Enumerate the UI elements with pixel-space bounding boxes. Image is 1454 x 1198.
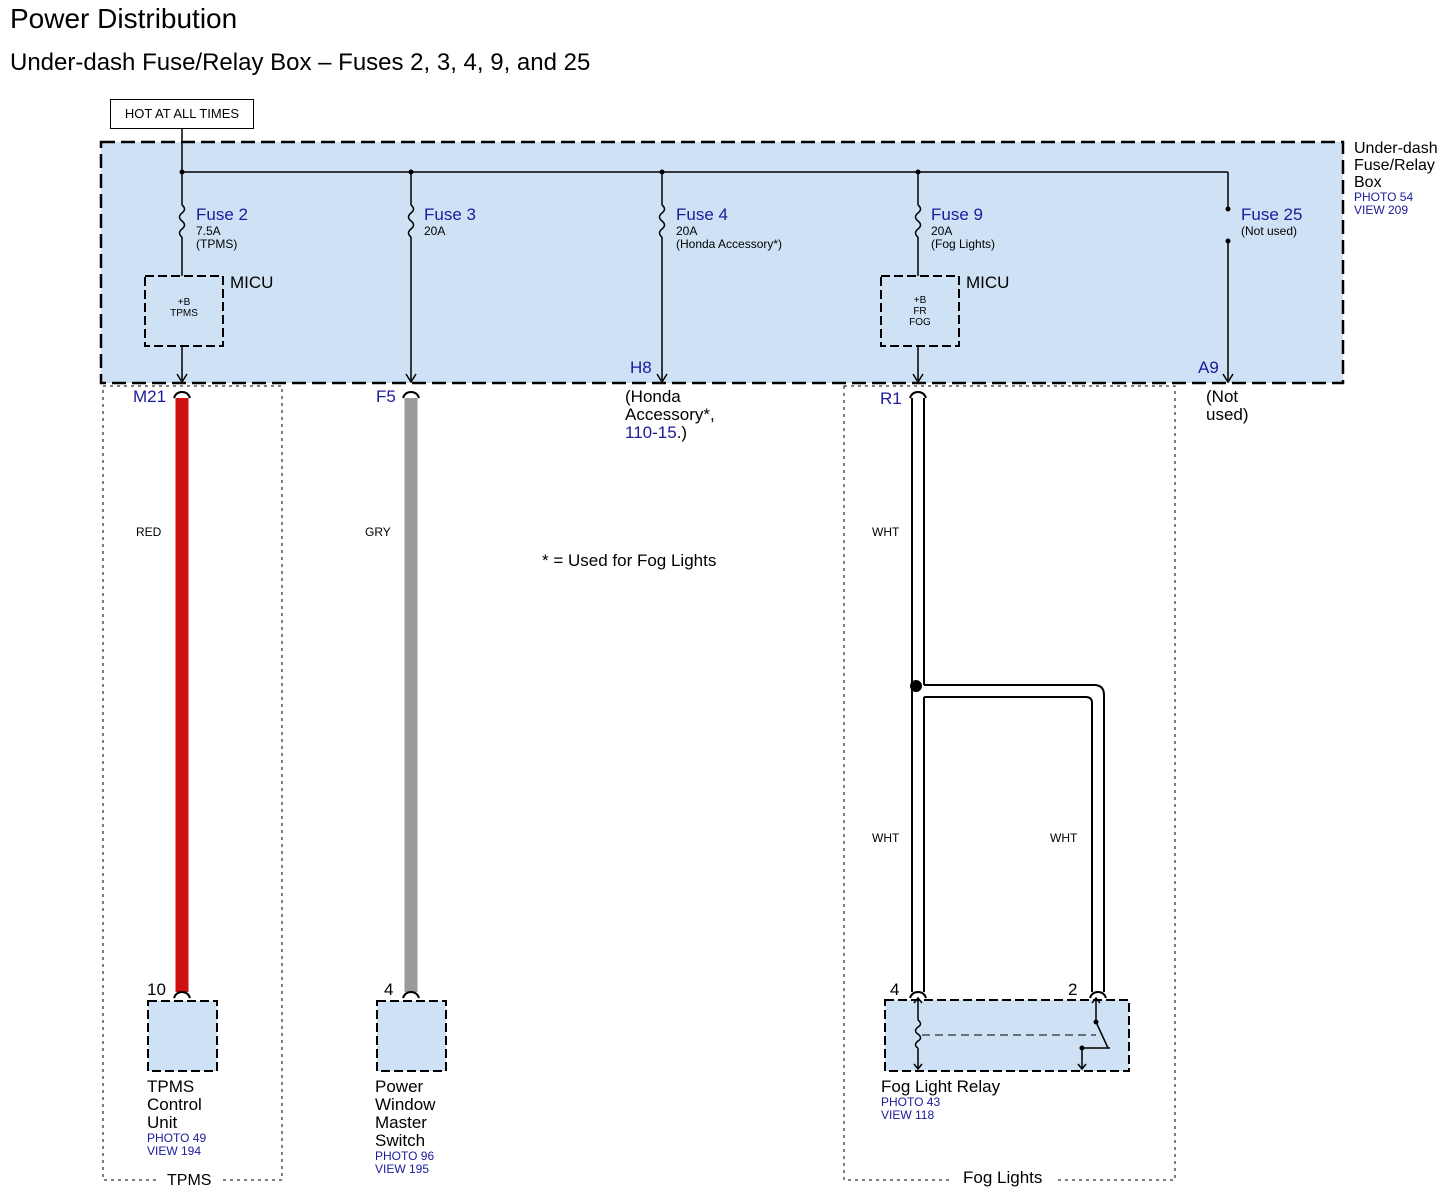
fuse-box-name: Under-dash Fuse/Relay Box PHOTO 54 VIEW … — [1354, 140, 1438, 217]
fuse-3-label: Fuse 3 20A — [424, 205, 476, 238]
h8-page-link[interactable]: 110-15 — [625, 423, 677, 442]
tpms-control-unit-label: TPMS Control Unit PHOTO 49 VIEW 194 — [147, 1077, 207, 1158]
footnote: * = Used for Fog Lights — [542, 551, 717, 570]
tpms-photo-link[interactable]: PHOTO 49 — [147, 1131, 207, 1145]
fuse-4-label: Fuse 4 20A (Honda Accessory*) — [676, 205, 783, 251]
fog-light-relay-symbol — [884, 996, 1130, 1072]
power-window-switch-box — [376, 1000, 447, 1072]
tpms-view-link[interactable]: VIEW 194 — [147, 1144, 202, 1158]
fuse-25-name[interactable]: Fuse 25 — [1241, 205, 1303, 224]
group-label-tpms: TPMS — [167, 1172, 212, 1189]
pwms-photo-link[interactable]: PHOTO 96 — [375, 1149, 435, 1163]
fuse-2-branch — [144, 172, 224, 384]
fuse-2-label: Fuse 2 7.5A (TPMS) — [196, 205, 248, 251]
group-label-fog-lights: Fog Lights — [963, 1168, 1043, 1187]
tpms-control-unit-box — [147, 1000, 218, 1072]
pwms-label: Power Window Master Switch PHOTO 96 VIEW… — [375, 1077, 436, 1176]
fuse-box-outline — [99, 140, 1345, 385]
fuse-4-name[interactable]: Fuse 4 — [676, 205, 728, 224]
fuse-9-name[interactable]: Fuse 9 — [931, 205, 983, 224]
wire-color-red: RED — [136, 525, 162, 539]
fuse-4-branch — [656, 172, 668, 384]
wire-color-gry: GRY — [365, 525, 391, 539]
micu-label-fog: MICU — [966, 273, 1010, 292]
wire-color-wht-1: WHT — [872, 525, 900, 539]
splice-point — [910, 680, 922, 692]
micu-label-tpms: MICU — [230, 273, 274, 292]
white-wire-branch — [924, 684, 1105, 992]
fuse-box-photo-link[interactable]: PHOTO 54 — [1354, 190, 1414, 204]
micu-fog-pins: +B FR FOG — [909, 295, 931, 328]
fuse-3-name[interactable]: Fuse 3 — [424, 205, 476, 224]
hot-at-all-times-label: HOT AT ALL TIMES — [110, 99, 254, 129]
relay-photo-link[interactable]: PHOTO 43 — [881, 1095, 941, 1109]
terminal-r1: R1 — [880, 389, 902, 408]
page-title: Power Distribution — [10, 3, 238, 34]
a9-note: (Not used) — [1206, 387, 1249, 424]
terminal-f5: F5 — [376, 387, 396, 406]
terminal-h8: H8 — [630, 358, 652, 377]
fuse-3-branch — [405, 172, 417, 384]
fuse-box-view-link[interactable]: VIEW 209 — [1354, 203, 1409, 217]
terminal-m21: M21 — [133, 387, 167, 406]
h8-destination-note: (Honda Accessory*, 110-15.) — [625, 387, 715, 442]
relay-pin-2: 2 — [1068, 980, 1078, 999]
tpms-group-box — [102, 385, 283, 1181]
fuse-25-label: Fuse 25 (Not used) — [1241, 205, 1303, 238]
wire-color-wht-2: WHT — [872, 831, 900, 845]
fog-light-relay-label: Fog Light Relay PHOTO 43 VIEW 118 — [881, 1077, 1001, 1122]
fuse-9-branch — [880, 172, 960, 384]
terminal-a9: A9 — [1198, 358, 1219, 377]
relay-pin-4: 4 — [890, 980, 900, 999]
white-wire-main — [911, 398, 925, 992]
page-subtitle: Under-dash Fuse/Relay Box – Fuses 2, 3, … — [10, 49, 591, 76]
tpms-pin-number: 10 — [147, 980, 166, 999]
fuse-2-name[interactable]: Fuse 2 — [196, 205, 248, 224]
fuse-9-label: Fuse 9 20A (Fog Lights) — [931, 205, 996, 251]
pwms-pin-number: 4 — [384, 980, 394, 999]
pwms-view-link[interactable]: VIEW 195 — [375, 1162, 430, 1176]
relay-view-link[interactable]: VIEW 118 — [881, 1108, 935, 1122]
micu-tpms-pins: +B TPMS — [170, 297, 198, 319]
fuse-25-branch — [1222, 172, 1234, 384]
wire-color-wht-3: WHT — [1050, 831, 1078, 845]
